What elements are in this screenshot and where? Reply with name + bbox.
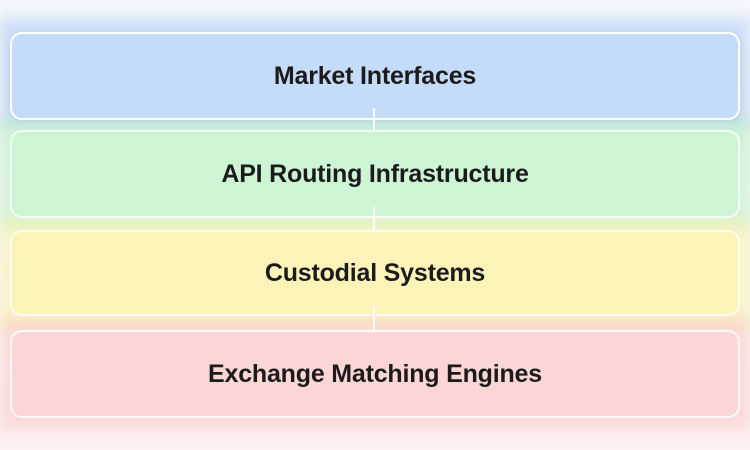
- connector-line: [373, 306, 375, 332]
- layer-label: Custodial Systems: [264, 258, 486, 287]
- layer-label: Market Interfaces: [273, 61, 477, 90]
- layer-exchange-matching-engines: Exchange Matching Engines: [10, 330, 740, 418]
- layer-label: API Routing Infrastructure: [221, 159, 529, 188]
- connector-line: [373, 207, 375, 233]
- layer-market-interfaces: Market Interfaces: [10, 32, 740, 120]
- layer-custodial-systems: Custodial Systems: [10, 230, 740, 316]
- layer-api-routing-infrastructure: API Routing Infrastructure: [10, 130, 740, 218]
- connector-line: [373, 108, 375, 132]
- layer-label: Exchange Matching Engines: [208, 359, 542, 388]
